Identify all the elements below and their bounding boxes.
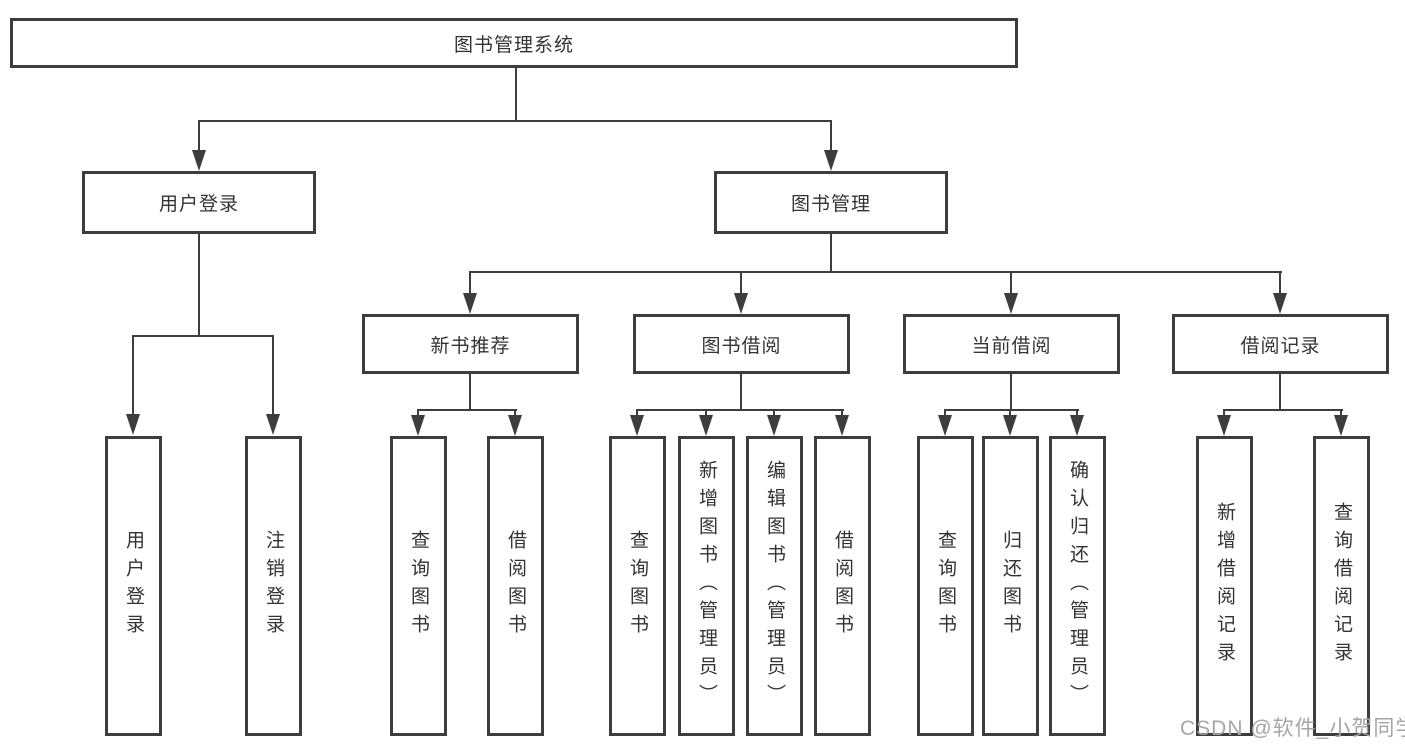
leaf-add-borrow-record: 新增借阅记录 — [1196, 436, 1253, 736]
node-new-book-recommend: 新书推荐 — [362, 314, 579, 374]
node-label: 用户登录 — [158, 194, 239, 215]
node-label: 当前借阅 — [971, 335, 1052, 357]
node-root-library-management-system: 图书管理系统 — [10, 18, 1018, 68]
connector-line — [198, 120, 200, 152]
arrow-down-icon — [630, 415, 644, 436]
node-book-management: 图书管理 — [714, 171, 948, 234]
node-label: 新书推荐 — [430, 335, 511, 357]
leaf-label: 查询借阅记录 — [1331, 502, 1352, 670]
csdn-watermark: CSDN @软件_小贺同学 — [1180, 717, 1405, 740]
node-current-borrow: 当前借阅 — [903, 314, 1120, 374]
arrow-down-icon — [463, 293, 477, 314]
leaf-label: 查询图书 — [627, 530, 648, 642]
connector-line — [1010, 271, 1012, 295]
leaf-add-books-admin: 新增图书（管理员） — [678, 436, 735, 736]
leaf-label: 归还图书 — [1000, 530, 1021, 642]
node-book-borrow: 图书借阅 — [633, 314, 850, 374]
connector-line — [636, 409, 638, 417]
connector-line — [272, 335, 274, 415]
connector-line — [1010, 374, 1012, 411]
connector-line — [198, 234, 200, 337]
arrow-down-icon — [938, 415, 952, 436]
leaf-label: 查询图书 — [935, 530, 956, 642]
arrow-down-icon — [1004, 293, 1018, 314]
node-label: 图书管理系统 — [453, 34, 574, 56]
arrow-down-icon — [1070, 415, 1084, 436]
arrow-down-icon — [411, 415, 425, 436]
arrow-down-icon — [767, 415, 781, 436]
connector-line — [773, 409, 775, 417]
arrow-down-icon — [1003, 415, 1017, 436]
leaf-borrow-books: 借阅图书 — [814, 436, 871, 736]
connector-line — [841, 409, 843, 417]
arrow-down-icon — [824, 150, 838, 171]
leaf-label: 注销登录 — [263, 530, 284, 642]
leaf-label: 新增借阅记录 — [1214, 502, 1235, 670]
connector-line — [705, 409, 707, 417]
connector-line — [1223, 409, 1225, 417]
connector-line — [514, 409, 516, 417]
arrow-down-icon — [508, 415, 522, 436]
connector-line — [944, 409, 946, 417]
arrow-down-icon — [1334, 415, 1348, 436]
connector-line — [1076, 409, 1078, 417]
connector-line — [830, 120, 832, 152]
leaf-label: 编辑图书（管理员） — [764, 460, 785, 712]
node-user-login: 用户登录 — [82, 171, 316, 234]
leaf-label: 借阅图书 — [505, 530, 526, 642]
arrow-down-icon — [835, 415, 849, 436]
connector-line — [1224, 409, 1343, 411]
node-label: 图书管理 — [790, 194, 871, 215]
node-borrow-records: 借阅记录 — [1172, 314, 1389, 374]
connector-line — [515, 68, 517, 122]
connector-line — [132, 335, 274, 337]
connector-line — [1279, 271, 1281, 295]
connector-line — [132, 335, 134, 415]
connector-line — [198, 120, 832, 122]
leaf-label: 新增图书（管理员） — [696, 460, 717, 712]
connector-line — [470, 271, 1282, 273]
leaf-query-borrow-record: 查询借阅记录 — [1313, 436, 1370, 736]
arrow-down-icon — [1217, 415, 1231, 436]
connector-line — [637, 409, 844, 411]
leaf-label: 用户登录 — [123, 530, 144, 642]
connector-line — [1009, 409, 1011, 417]
node-label: 图书借阅 — [701, 335, 782, 357]
connector-line — [1340, 409, 1342, 417]
connector-line — [469, 374, 471, 411]
arrow-down-icon — [699, 415, 713, 436]
node-label: 借阅记录 — [1240, 335, 1321, 357]
connector-line — [830, 234, 832, 273]
leaf-logout: 注销登录 — [245, 436, 302, 736]
connector-line — [740, 271, 742, 295]
arrow-down-icon — [126, 414, 140, 435]
leaf-query-books-recommend: 查询图书 — [390, 436, 447, 736]
leaf-label: 查询图书 — [408, 530, 429, 642]
connector-line — [469, 271, 471, 295]
leaf-confirm-return-admin: 确认归还（管理员） — [1049, 436, 1106, 736]
leaf-query-books-current: 查询图书 — [917, 436, 974, 736]
arrow-down-icon — [734, 293, 748, 314]
connector-line — [1279, 374, 1281, 411]
leaf-return-books: 归还图书 — [982, 436, 1039, 736]
leaf-edit-books-admin: 编辑图书（管理员） — [746, 436, 803, 736]
connector-line — [417, 409, 419, 417]
leaf-label: 确认归还（管理员） — [1067, 460, 1088, 712]
arrow-down-icon — [192, 150, 206, 171]
connector-line — [740, 374, 742, 411]
arrow-down-icon — [1273, 293, 1287, 314]
connector-line — [945, 409, 1079, 411]
arrow-down-icon — [266, 414, 280, 435]
leaf-user-login: 用户登录 — [105, 436, 162, 736]
leaf-label: 借阅图书 — [832, 530, 853, 642]
leaf-borrow-books-recommend: 借阅图书 — [487, 436, 544, 736]
leaf-query-books-borrow: 查询图书 — [609, 436, 666, 736]
connector-line — [418, 409, 517, 411]
